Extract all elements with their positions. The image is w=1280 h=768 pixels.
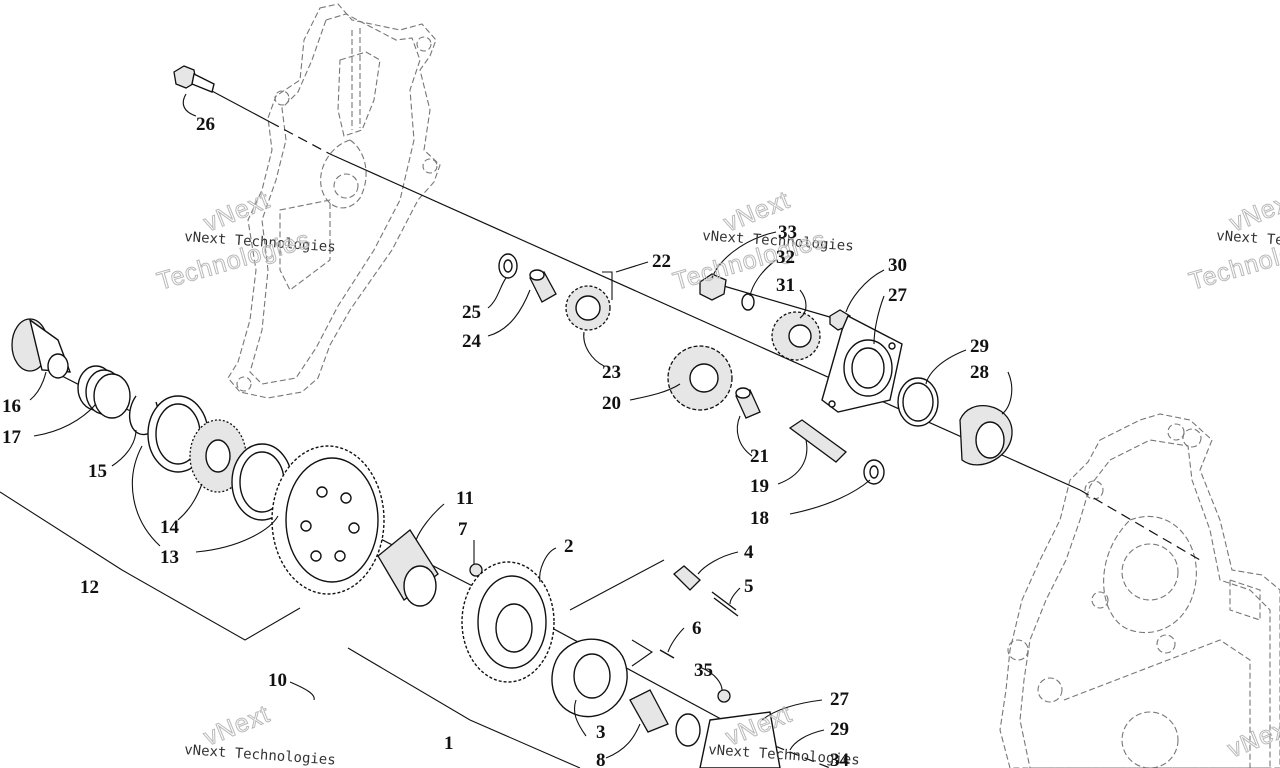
watermark-center: vNext Technologies vNext Technologies: [669, 185, 854, 296]
callout-22: 22: [652, 251, 671, 272]
callout-7: 7: [458, 519, 468, 540]
bracket-6: [631, 639, 654, 667]
callout-15: 15: [88, 461, 107, 482]
callout-labels: 26 33 22 32 30 31 27 25 24 23 29 28 20 1…: [2, 114, 989, 768]
pin-6: [659, 649, 675, 659]
callout-26: 26: [196, 114, 215, 135]
callout-27-upper: 27: [888, 285, 908, 306]
callout-10: 10: [268, 670, 287, 691]
bolt: [173, 65, 215, 93]
watermark-right: vNext Technologies vNext Technologies: [1185, 185, 1280, 296]
callout-20: 20: [602, 393, 621, 414]
leader-lines: [29, 93, 1013, 759]
svg-text:vNext: vNext: [1224, 712, 1280, 764]
thrust-washer-25: [498, 253, 518, 279]
spring-5: [711, 591, 739, 617]
callout-28: 28: [970, 362, 989, 383]
nut-7: [469, 563, 483, 577]
shaft-19: [788, 419, 847, 463]
bushing-8: [629, 689, 669, 733]
watermark-bottom-left: vNext Technologies vNext: [184, 699, 336, 768]
callout-29-upper: 29: [970, 336, 989, 357]
pin-4: [673, 565, 701, 591]
gear-2: [461, 561, 555, 683]
washer-13b: [231, 443, 293, 521]
bracket-upper: [569, 559, 665, 611]
callout-1: 1: [444, 733, 454, 754]
watermark-left: vNext Technologies vNext Technologies: [153, 185, 336, 296]
rear-housing: [227, 3, 441, 399]
callout-4: 4: [744, 542, 754, 563]
nut-35: [717, 689, 731, 703]
callout-8: 8: [596, 750, 606, 768]
washer-32: [741, 293, 755, 311]
callout-2: 2: [564, 536, 574, 557]
callout-27-lower: 27: [830, 689, 850, 710]
bracket-12: [0, 491, 301, 641]
svg-text:vNext: vNext: [1226, 186, 1280, 238]
splined-hub-11: [377, 529, 439, 607]
callout-16: 16: [2, 396, 21, 417]
callout-24: 24: [462, 331, 482, 352]
nut-33: [699, 273, 727, 301]
washer-9: [675, 713, 701, 747]
bearing-plate-27: [821, 315, 903, 413]
gear-20: [667, 345, 733, 411]
callout-35: 35: [694, 660, 713, 681]
watermark-bottom-right: vNext: [1223, 711, 1280, 764]
gear-31: [771, 311, 821, 361]
callout-13: 13: [160, 547, 179, 568]
bearing-28: [959, 405, 1013, 466]
callout-14: 14: [160, 517, 180, 538]
callout-31: 31: [776, 275, 795, 296]
callout-32: 32: [776, 247, 795, 268]
callout-17: 17: [2, 427, 22, 448]
callout-5: 5: [744, 576, 754, 597]
callout-6: 6: [692, 618, 702, 639]
bushing-21: [735, 387, 761, 419]
callout-33: 33: [778, 222, 797, 243]
key-22: [602, 271, 613, 300]
svg-text:vNext: vNext: [200, 700, 274, 752]
bracket-1: [347, 647, 581, 768]
cam-plate-3: [551, 638, 628, 718]
callout-12: 12: [80, 577, 99, 598]
callout-34: 34: [830, 750, 850, 768]
callout-11: 11: [456, 488, 474, 509]
svg-text:vNext Technologies: vNext Technologies: [184, 742, 336, 768]
callout-30: 30: [888, 255, 907, 276]
bearing-plate-lower: [699, 711, 781, 768]
callout-21: 21: [750, 446, 769, 467]
large-gear: [271, 445, 385, 595]
sprocket-23: [565, 285, 611, 331]
callout-25: 25: [462, 302, 481, 323]
callout-3: 3: [596, 722, 606, 743]
o-ring-29: [897, 377, 939, 427]
bushing-24: [529, 269, 557, 303]
callout-19: 19: [750, 476, 769, 497]
drive-cap-16: [11, 318, 72, 379]
callout-18: 18: [750, 508, 769, 529]
front-housing: [999, 413, 1280, 768]
spring-17: [77, 365, 131, 419]
callout-23: 23: [602, 362, 621, 383]
washer-18: [863, 459, 885, 485]
callout-29-lower: 29: [830, 719, 849, 740]
